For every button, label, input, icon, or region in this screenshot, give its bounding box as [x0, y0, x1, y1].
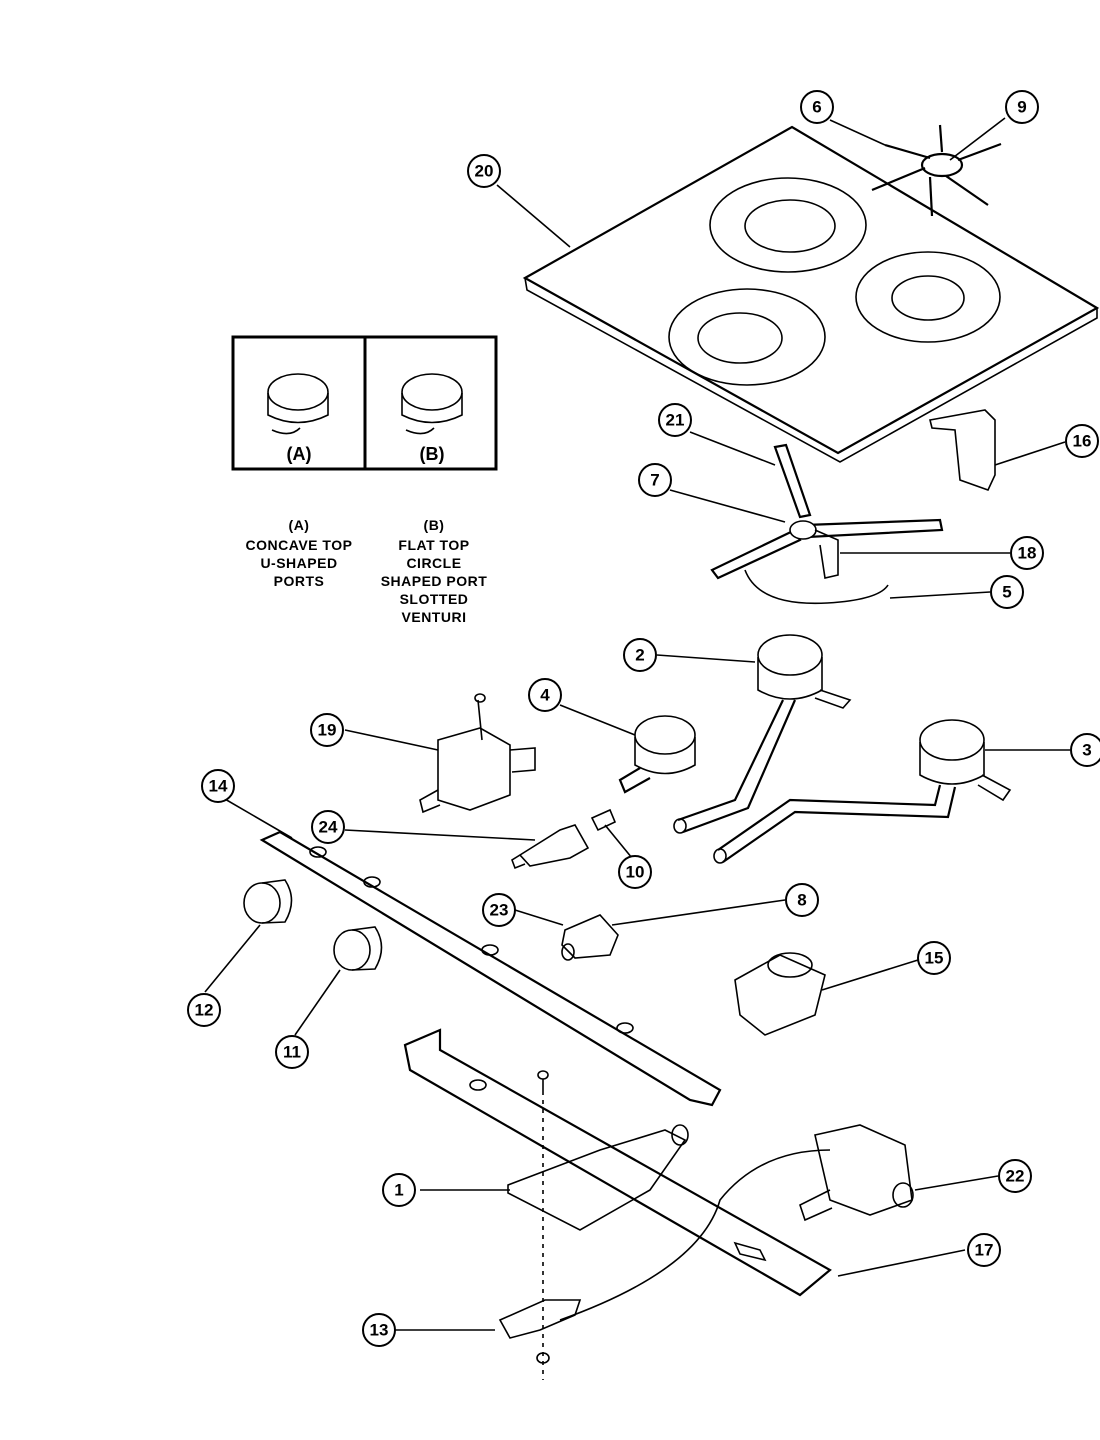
caption-b: (B) FLAT TOP CIRCLE SHAPED PORT SLOTTED …	[381, 517, 488, 625]
caption-a-line: CONCAVE TOP	[246, 537, 353, 553]
callout-5: 5	[990, 575, 1024, 609]
callout-label: 9	[1017, 98, 1026, 117]
caption-a-line: PORTS	[274, 573, 325, 589]
callout-label: 4	[540, 686, 550, 705]
callout-16: 16	[1065, 424, 1099, 458]
bracket-17	[403, 1028, 832, 1297]
burner-grate	[871, 124, 1002, 217]
leader-lines	[204, 117, 1070, 1331]
knob-12	[243, 879, 293, 924]
callout-label: 17	[975, 1241, 994, 1260]
pilot-valve-8	[561, 914, 619, 961]
caption-a-line: (A)	[289, 517, 310, 533]
callout-label: 10	[626, 863, 645, 882]
ignition-wire	[559, 1149, 831, 1321]
callout-label: 2	[635, 646, 644, 665]
callout-7: 7	[638, 463, 672, 497]
callout-6: 6	[800, 90, 834, 124]
burner-4	[618, 715, 696, 794]
callout-21: 21	[658, 403, 692, 437]
callout-24: 24	[311, 810, 345, 844]
knob-11	[333, 926, 383, 971]
callout-label: 7	[650, 471, 659, 490]
callout-label: 23	[490, 901, 509, 920]
callout-4: 4	[528, 678, 562, 712]
cooktop-panel	[522, 125, 1100, 463]
callout-label: 12	[195, 1001, 214, 1020]
screw-assembly	[536, 1070, 550, 1380]
callout-label: 11	[283, 1043, 301, 1062]
callout-label: 6	[812, 98, 821, 117]
callout-label: 1	[394, 1181, 403, 1200]
valve-22	[799, 1124, 914, 1222]
callout-label: 15	[925, 949, 944, 968]
caption-b-line: SHAPED PORT	[381, 573, 488, 589]
burner-3	[713, 719, 1012, 864]
bracket-16	[929, 409, 996, 491]
callout-label: 20	[475, 162, 494, 181]
callout-label: 21	[666, 411, 685, 430]
callout-10: 10	[618, 855, 652, 889]
callout-15: 15	[917, 941, 951, 975]
callout-13: 13	[362, 1313, 396, 1347]
caption-b-line: VENTURI	[402, 609, 467, 625]
igniter-13	[498, 1299, 582, 1339]
callout-18: 18	[1010, 536, 1044, 570]
callout-23: 23	[482, 893, 516, 927]
flash-tube-assembly	[710, 443, 944, 605]
callout-3: 3	[1070, 733, 1100, 767]
ignition-bracket-1	[507, 1124, 689, 1231]
callout-22: 22	[998, 1159, 1032, 1193]
callout-1: 1	[382, 1173, 416, 1207]
callout-label: 8	[797, 891, 806, 910]
callout-label: 16	[1073, 432, 1092, 451]
callout-12: 12	[187, 993, 221, 1027]
caption-b-line: (B)	[424, 517, 445, 533]
caption-b-line: CIRCLE	[406, 555, 461, 571]
burner-type-inset: (A) (B)	[231, 335, 498, 471]
callout-19: 19	[310, 713, 344, 747]
inset-label-a: (A)	[287, 444, 312, 464]
regulator-15	[734, 952, 826, 1036]
caption-b-line: FLAT TOP	[398, 537, 469, 553]
callout-label: 3	[1082, 741, 1091, 760]
callout-label: 13	[370, 1321, 389, 1340]
callout-label: 18	[1018, 544, 1037, 563]
caption-a-line: U-SHAPED	[260, 555, 337, 571]
burner-2	[673, 634, 852, 834]
callout-label: 14	[209, 777, 228, 796]
callout-label: 5	[1002, 583, 1011, 602]
callout-8: 8	[785, 883, 819, 917]
callout-11: 11	[275, 1035, 309, 1069]
callout-label: 19	[318, 721, 337, 740]
caption-b-line: SLOTTED	[400, 591, 469, 607]
callout-14: 14	[201, 769, 235, 803]
manifold-rail-14	[259, 830, 722, 1107]
orifice-24	[511, 808, 617, 870]
callout-17: 17	[967, 1233, 1001, 1267]
callout-2: 2	[623, 638, 657, 672]
callout-9: 9	[1005, 90, 1039, 124]
caption-a: (A) CONCAVE TOP U-SHAPED PORTS	[246, 517, 353, 589]
callout-label: 22	[1006, 1167, 1025, 1186]
callout-20: 20	[467, 154, 501, 188]
inset-label-b: (B)	[420, 444, 445, 464]
callout-label: 24	[319, 818, 338, 837]
valve-19	[419, 693, 536, 814]
